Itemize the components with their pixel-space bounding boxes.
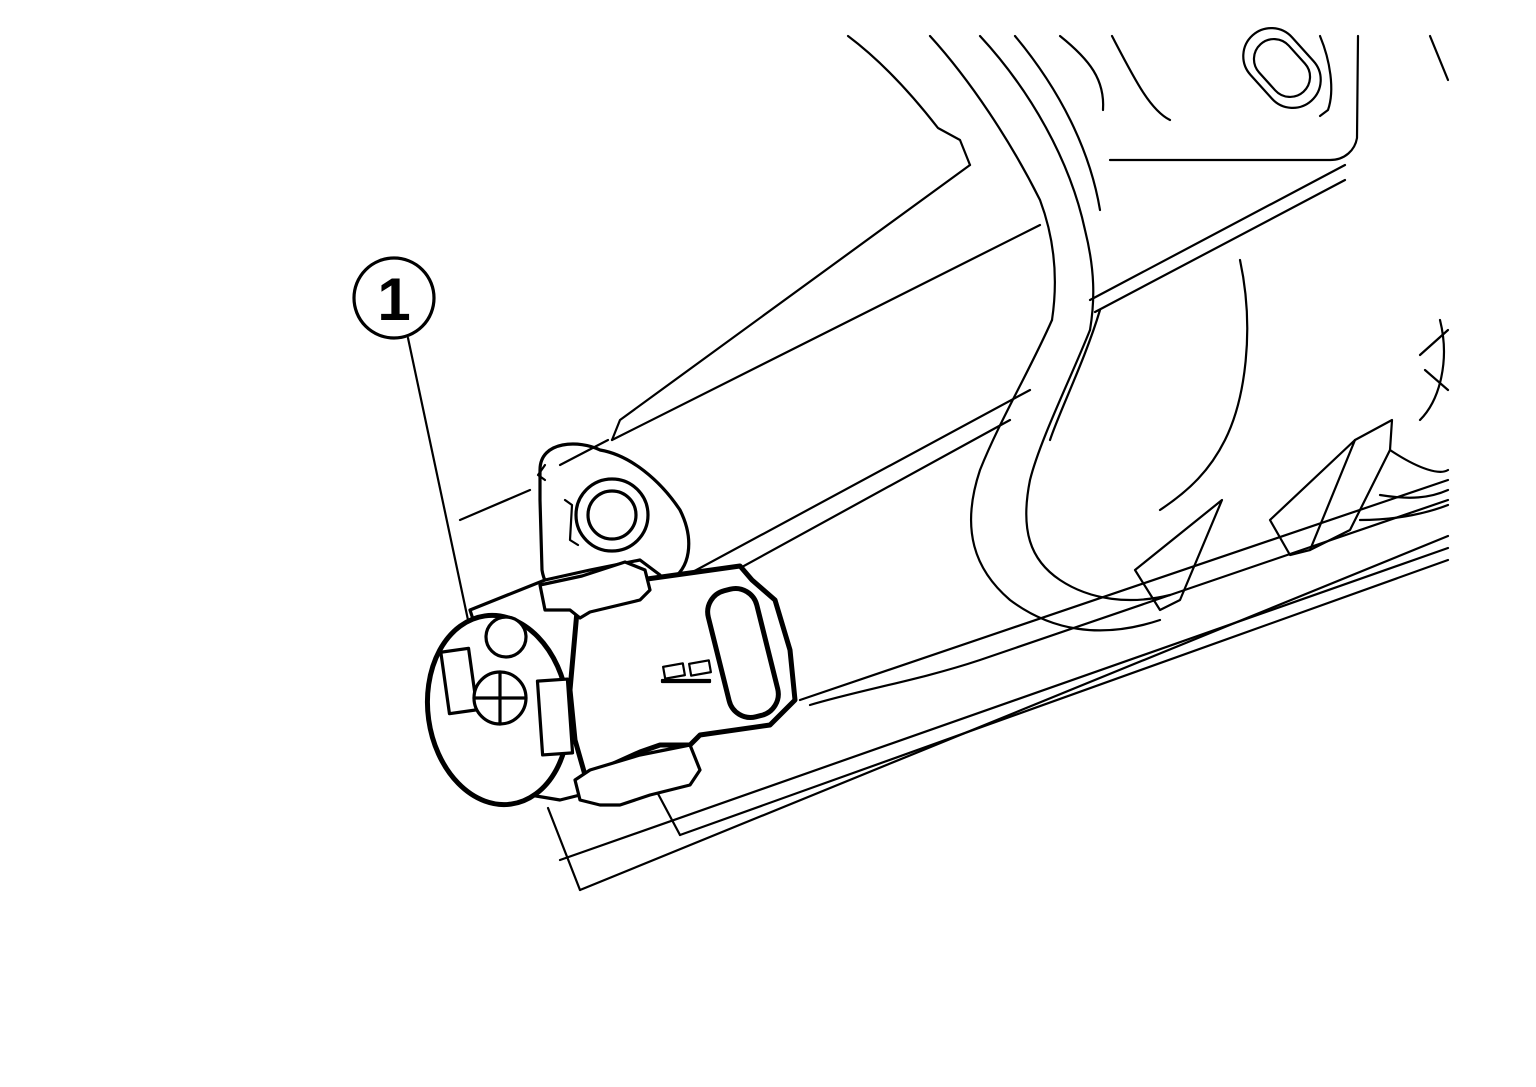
bottom-clip <box>573 743 702 807</box>
callout-leader-line <box>406 336 470 622</box>
face-circle <box>484 615 528 659</box>
bolt-hole <box>574 477 650 553</box>
ribs <box>1133 418 1450 612</box>
callout-1: 1 <box>352 256 436 340</box>
flange-lines <box>458 163 1347 597</box>
connector-latch <box>705 586 781 720</box>
callout-1-label: 1 <box>377 266 410 333</box>
sensor-body <box>424 558 798 808</box>
top-clip <box>538 560 652 620</box>
pin-slots <box>660 659 712 684</box>
cast-channel <box>969 258 1450 632</box>
housing-casting <box>846 27 1450 332</box>
lower-edges <box>546 478 1450 892</box>
